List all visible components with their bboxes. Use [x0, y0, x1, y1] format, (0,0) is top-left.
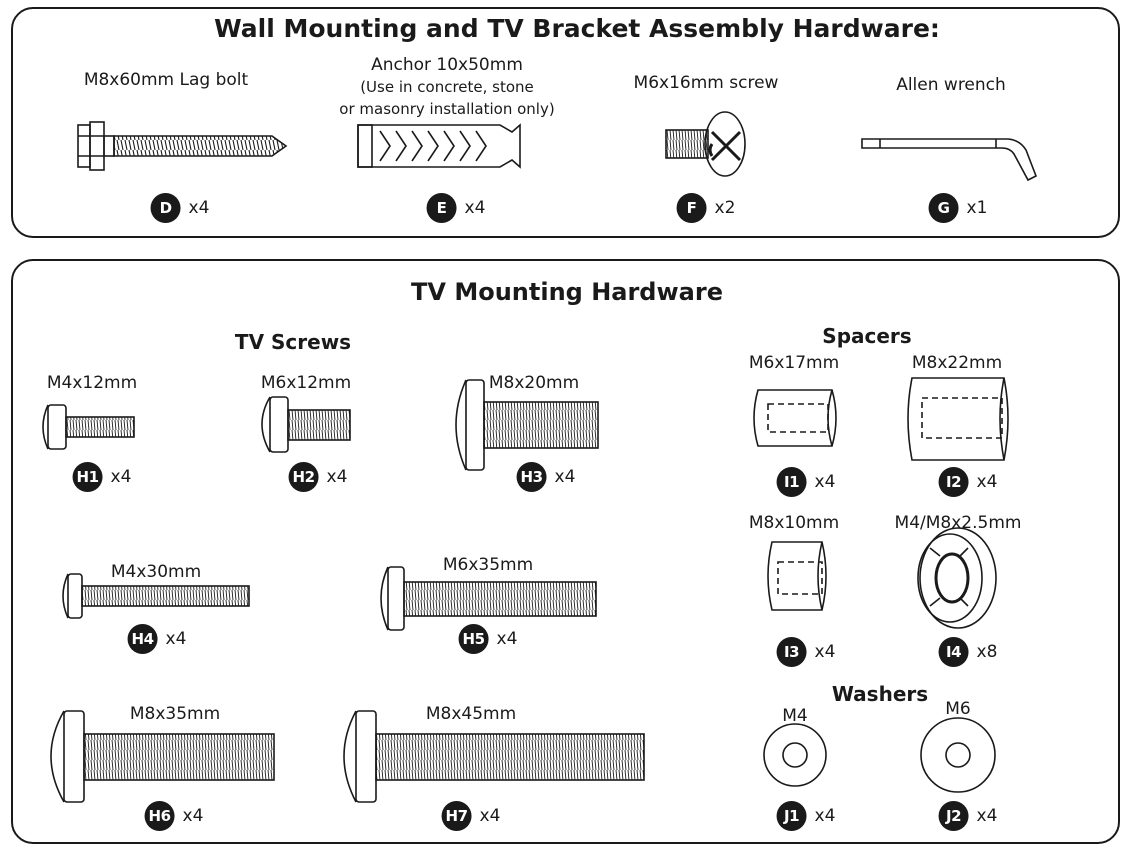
item-f-badge: F: [676, 193, 707, 223]
i2-quantity: x4: [976, 472, 998, 492]
wall-hardware-panel: [11, 7, 1120, 238]
j1-quantity: x4: [814, 806, 836, 826]
item-e-label-group: Anchor 10x50mm (Use in concrete, stone o…: [339, 54, 554, 120]
h5-badge: H5: [458, 624, 489, 654]
item-f-tag: F x2: [676, 193, 736, 223]
h2-badge: H2: [288, 462, 319, 492]
h4-tag: H4 x4: [127, 624, 187, 654]
i4-label: M4/M8x2.5mm: [894, 513, 1022, 533]
i4-quantity: x8: [976, 642, 998, 662]
i3-label: M8x10mm: [748, 513, 840, 533]
j2-tag: J2 x4: [938, 801, 998, 831]
item-e-badge: E: [426, 193, 457, 223]
item-d-quantity: x4: [188, 198, 210, 218]
h2-label: M6x12mm: [260, 373, 352, 393]
h1-screw-drawing: [42, 404, 135, 450]
i4-spacer-drawing: [917, 527, 997, 629]
j1-tag: J1 x4: [776, 801, 836, 831]
i1-spacer-drawing: [753, 389, 837, 447]
j1-badge: J1: [776, 801, 807, 831]
h4-screw-drawing: [62, 573, 250, 619]
j2-badge: J2: [938, 801, 969, 831]
i2-spacer-drawing: [907, 377, 1009, 461]
i3-quantity: x4: [814, 642, 836, 662]
h1-label: M4x12mm: [46, 373, 138, 393]
h4-label: M4x30mm: [110, 562, 202, 582]
lag-bolt-drawing: [77, 121, 288, 171]
i1-tag: I1 x4: [776, 467, 836, 497]
item-g-badge: G: [928, 193, 959, 223]
item-e-quantity: x4: [464, 198, 486, 218]
h6-badge: H6: [144, 801, 175, 831]
item-g-tag: G x1: [928, 193, 988, 223]
h3-quantity: x4: [554, 467, 576, 487]
h1-badge: H1: [72, 462, 103, 492]
tv-screws-heading: TV Screws: [234, 330, 352, 354]
h6-tag: H6 x4: [144, 801, 204, 831]
j2-label: M6: [945, 699, 971, 719]
h1-quantity: x4: [110, 467, 132, 487]
i3-spacer-drawing: [767, 541, 827, 611]
wall-section-title: Wall Mounting and TV Bracket Assembly Ha…: [214, 14, 940, 43]
h6-label: M8x35mm: [129, 704, 221, 724]
h3-screw-drawing: [455, 379, 599, 471]
j1-label: M4: [782, 706, 808, 726]
h1-tag: H1 x4: [72, 462, 132, 492]
item-e-note-line1: (Use in concrete, stone: [360, 78, 534, 96]
h2-tag: H2 x4: [288, 462, 348, 492]
i1-quantity: x4: [814, 472, 836, 492]
h3-label: M8x20mm: [488, 373, 580, 393]
item-g-quantity: x1: [966, 198, 988, 218]
h7-badge: H7: [441, 801, 472, 831]
item-f-quantity: x2: [714, 198, 736, 218]
h6-quantity: x4: [182, 806, 204, 826]
h3-tag: H3 x4: [516, 462, 576, 492]
item-d-label: M8x60mm Lag bolt: [83, 70, 249, 90]
h3-badge: H3: [516, 462, 547, 492]
item-e-note-line2: or masonry installation only): [339, 100, 555, 118]
i4-badge: I4: [938, 637, 969, 667]
tv-hardware-panel: [11, 259, 1120, 844]
h5-screw-drawing: [380, 566, 597, 631]
i4-tag: I4 x8: [938, 637, 998, 667]
j2-washer-drawing: [920, 717, 996, 793]
item-d-badge: D: [150, 193, 181, 223]
h2-screw-drawing: [261, 396, 351, 453]
h7-tag: H7 x4: [441, 801, 501, 831]
item-g-label: Allen wrench: [896, 75, 1006, 95]
item-e-label: Anchor 10x50mm: [371, 55, 523, 75]
h4-quantity: x4: [165, 629, 187, 649]
h6-screw-drawing: [50, 710, 275, 803]
i3-badge: I3: [776, 637, 807, 667]
item-d-tag: D x4: [150, 193, 210, 223]
h5-label: M6x35mm: [442, 555, 534, 575]
i1-label: M6x17mm: [748, 353, 840, 373]
item-e-tag: E x4: [426, 193, 486, 223]
h2-quantity: x4: [326, 467, 348, 487]
i3-tag: I3 x4: [776, 637, 836, 667]
h7-quantity: x4: [479, 806, 501, 826]
m6-screw-drawing: [665, 111, 746, 177]
allen-wrench-drawing: [861, 138, 1038, 182]
j1-washer-drawing: [763, 723, 827, 787]
h5-tag: H5 x4: [458, 624, 518, 654]
anchor-drawing: [357, 123, 521, 169]
item-f-label: M6x16mm screw: [633, 73, 779, 93]
i1-badge: I1: [776, 467, 807, 497]
i2-badge: I2: [938, 467, 969, 497]
h7-label: M8x45mm: [425, 704, 517, 724]
i2-tag: I2 x4: [938, 467, 998, 497]
i2-label: M8x22mm: [911, 353, 1003, 373]
h7-screw-drawing: [343, 710, 645, 803]
tv-section-title: TV Mounting Hardware: [411, 278, 723, 306]
h4-badge: H4: [127, 624, 158, 654]
j2-quantity: x4: [976, 806, 998, 826]
h5-quantity: x4: [496, 629, 518, 649]
spacers-heading: Spacers: [822, 324, 912, 348]
washers-heading: Washers: [831, 682, 929, 706]
